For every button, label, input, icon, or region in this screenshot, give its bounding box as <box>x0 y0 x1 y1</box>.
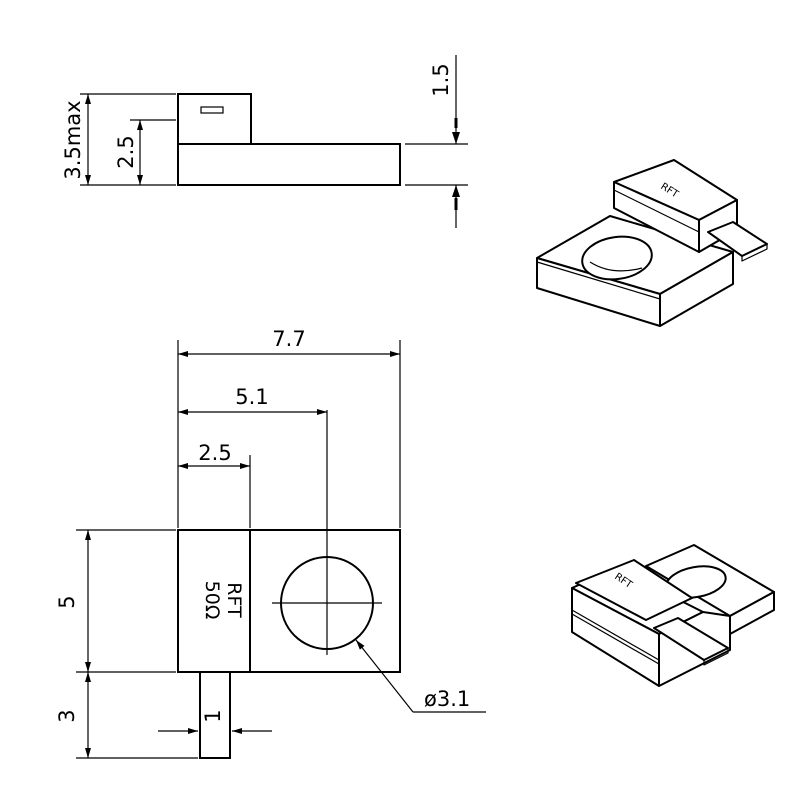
dim-label-width: 2.5 <box>198 441 231 465</box>
iso-view-bottom: RFT <box>571 544 775 687</box>
side-view-top-block <box>177 93 252 145</box>
dim-lead-length: 3 <box>55 709 79 722</box>
plan-view-body <box>177 529 401 673</box>
side-view-marking-slot <box>200 106 224 114</box>
iso-view-top: RFT <box>536 159 768 327</box>
dim-hole-center: 5.1 <box>235 385 268 409</box>
dim-height: 5 <box>55 595 79 608</box>
hole-leader-line <box>355 639 414 713</box>
dim-hole-diameter: ø3.1 <box>424 687 470 711</box>
dim-overall-height: 3.5max <box>61 100 85 179</box>
plan-view: RFT 50Ω 7.7 5.1 2.5 5 3 1 ø3. <box>55 327 486 759</box>
side-view: 3.5max 2.5 1.5 <box>61 55 468 228</box>
iso-hole <box>581 235 653 281</box>
side-view-base <box>177 143 401 186</box>
dim-body-height: 2.5 <box>114 135 138 168</box>
marking-line2: 50Ω <box>201 581 223 620</box>
dim-tab-thickness: 1.5 <box>429 63 453 96</box>
dim-lead-width: 1 <box>201 709 225 722</box>
plan-view-lead <box>199 671 231 759</box>
dim-total-width: 7.7 <box>272 327 305 351</box>
marking-line1: RFT <box>223 582 245 618</box>
